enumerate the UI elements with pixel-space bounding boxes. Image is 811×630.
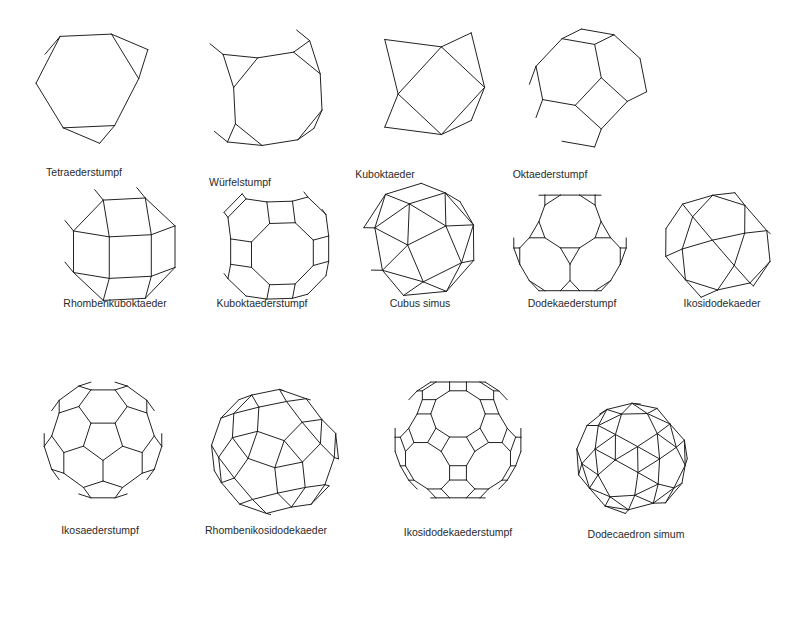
solid-name: Rhombenikosidodekaeder (205, 524, 327, 537)
solid-name: Dodecaedron simum (588, 528, 685, 541)
solid-name: Ikosaederstumpf (61, 524, 139, 537)
solid-name: Dodekaederstumpf (528, 297, 617, 310)
solid-name: Kuboktaederstumpf (216, 297, 307, 310)
polyhedron-drawing (514, 195, 626, 291)
polyhedron-drawing (65, 188, 175, 301)
polyhedron-drawing (364, 183, 474, 295)
polyhedron-drawing (666, 193, 771, 298)
polyhedron-drawing (44, 382, 162, 498)
solid-name: Ikosidodekaederstumpf (404, 526, 513, 539)
polyhedron-drawing (385, 33, 485, 135)
solid-name: Cubus simus (390, 297, 451, 310)
solid-name: Würfelstumpf (209, 176, 271, 189)
polyhedron-drawing (395, 382, 521, 498)
polyhedron-drawing (212, 389, 339, 514)
polyhedron-drawing (224, 192, 329, 299)
polyhedron-drawing (529, 29, 646, 147)
solid-name: Rhombenkuboktaeder (63, 297, 166, 310)
solid-name: Ikosidodekaeder (683, 297, 760, 310)
solid-name: Kuboktaeder (355, 168, 415, 181)
solid-name: Tetraederstumpf (46, 166, 122, 179)
polyhedron-drawing (36, 34, 148, 143)
polyhedron-drawing (577, 403, 687, 513)
solid-name: Oktaederstumpf (513, 168, 588, 181)
polyhedron-drawing (210, 30, 322, 145)
